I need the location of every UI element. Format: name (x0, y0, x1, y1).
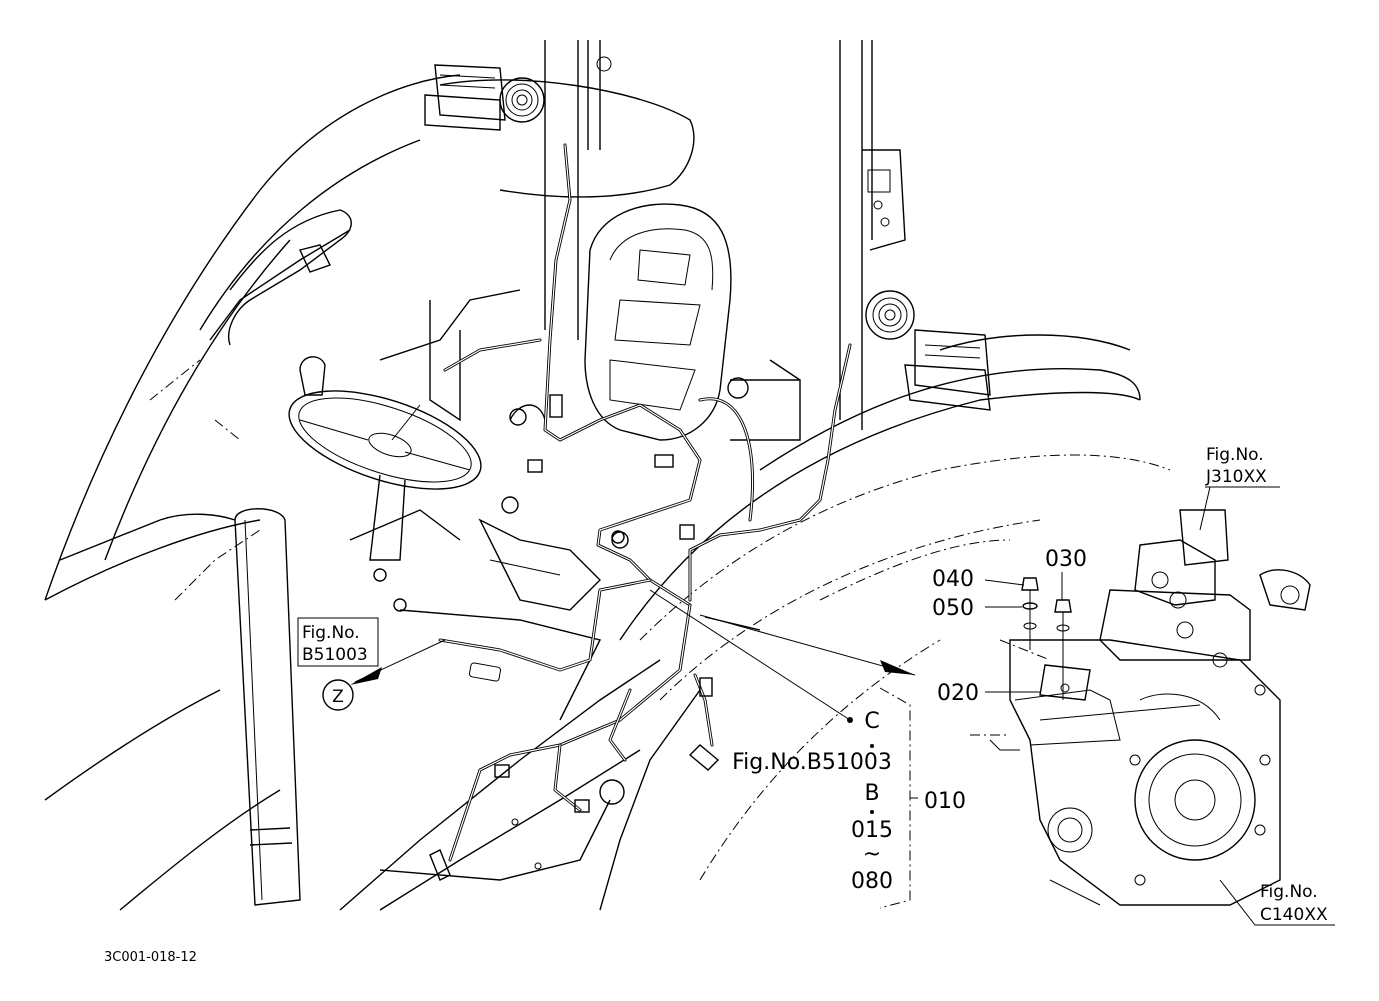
ref-b51003-line1: Fig.No. (302, 623, 360, 643)
bolt-icon (1021, 577, 1072, 700)
lamp-icon (424, 64, 506, 131)
rops-frame-icon (544, 40, 906, 430)
tractor-body-outline (44, 74, 1171, 911)
washer-icon (1022, 602, 1070, 632)
z-marker[interactable]: Z (322, 679, 354, 711)
ref-b51003-line2: B51003 (302, 645, 368, 665)
group-label-c[interactable]: C (864, 709, 879, 734)
part-label-020[interactable]: 020 (937, 681, 979, 706)
group-callout: C Fig.No.B51003 B 015 ~ 080 (732, 709, 893, 894)
ref-c140-line2: C140XX (1260, 905, 1328, 925)
group-label-b[interactable]: B (864, 781, 879, 806)
ref-j310-line2: J310XX (1205, 467, 1267, 487)
platform-outline (349, 289, 629, 881)
part-label-030[interactable]: 030 (1045, 547, 1087, 572)
bracket-icon (1039, 664, 1091, 701)
figure-ref-b51003-left[interactable]: Fig.No. B51003 (297, 617, 379, 667)
horn-icon (865, 290, 915, 340)
ref-j310-line1: Fig.No. (1206, 445, 1264, 465)
ref-c140-line1: Fig.No. (1260, 882, 1318, 902)
drawing-code: 3C001-018-12 (104, 950, 197, 965)
z-marker-circle (322, 679, 354, 711)
group-range-start[interactable]: 015 (851, 818, 893, 843)
group-dot (870, 744, 874, 748)
part-label-010[interactable]: 010 (924, 789, 966, 814)
part-label-040[interactable]: 040 (932, 567, 974, 592)
steering-wheel-icon (288, 356, 482, 561)
seat-icon (584, 203, 801, 441)
group-dot (870, 810, 874, 814)
group-range-tilde: ~ (863, 842, 881, 867)
horn-icon (499, 77, 545, 123)
lamp-icon (904, 329, 991, 411)
ref-box (297, 617, 379, 667)
muffler-icon (59, 508, 301, 906)
gear-housing-icon (970, 509, 1311, 906)
group-fig-ref[interactable]: Fig.No.B51003 (732, 750, 892, 775)
leader-lines (350, 486, 1335, 926)
figure-ref-j310[interactable]: Fig.No. J310XX (1205, 445, 1267, 487)
part-label-050[interactable]: 050 (932, 596, 974, 621)
wiring-harness (373, 143, 852, 881)
group-range-end[interactable]: 080 (851, 869, 893, 894)
figure-ref-c140[interactable]: Fig.No. C140XX (1260, 882, 1328, 925)
z-marker-label: Z (332, 687, 344, 707)
